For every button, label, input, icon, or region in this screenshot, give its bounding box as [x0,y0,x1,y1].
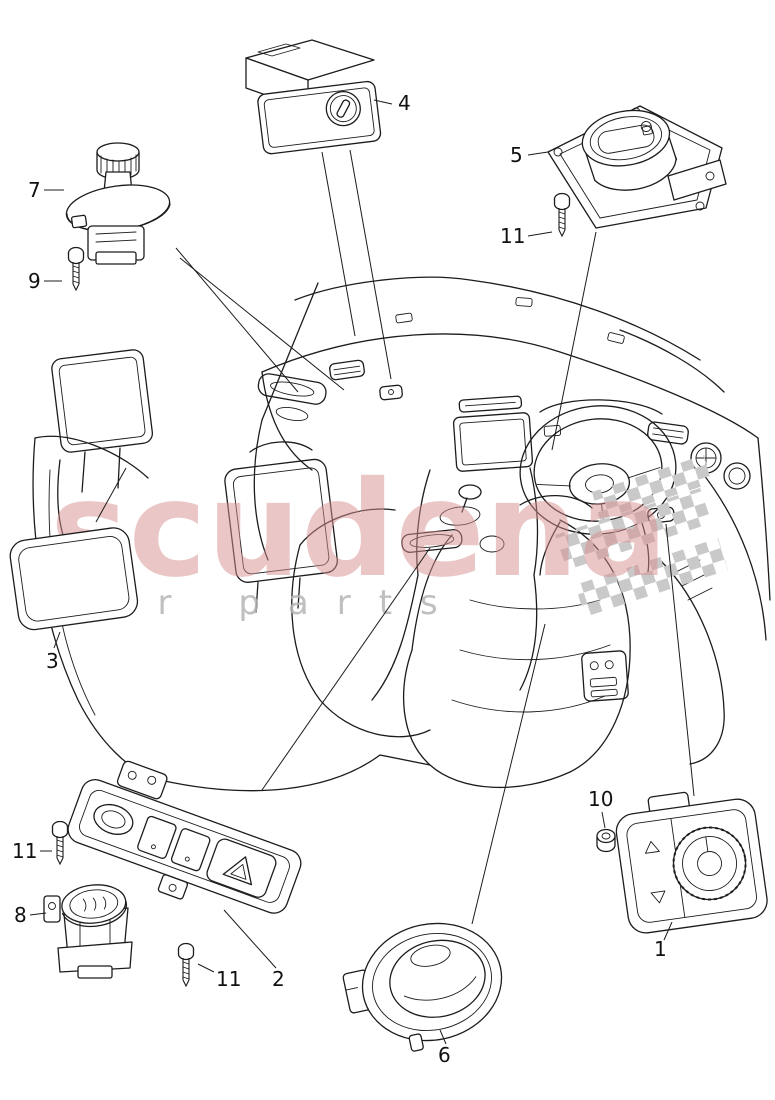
callout-4: 4 [398,91,411,115]
callout-6: 6 [438,1043,451,1067]
callout-2: 2 [272,967,285,991]
part-1-mirror-adjust-switch [615,791,768,934]
callout-10: 10 [588,787,613,811]
callout-5: 5 [510,143,523,167]
callout-8: 8 [14,903,27,927]
part-5-switch-assembly [547,105,727,229]
leader-lines [95,149,695,925]
watermark: scudena car parts [50,453,728,623]
part-4-lock-switch-module [245,39,382,155]
callouts: 7 9 4 5 11 3 11 8 2 11 6 10 1 [12,91,673,1067]
part-6-oval-switch [342,922,503,1052]
part-8-push-switch [43,884,133,979]
part-2-switch-strip [67,760,302,914]
part-11-screw-bottom-mid [177,942,195,987]
part-11-screw-bottom-left [51,820,69,865]
part-11-screw-top [553,192,571,237]
callout-11-bottom-mid: 11 [216,967,241,991]
callout-3: 3 [46,649,59,673]
part-3-display-panel [9,527,139,631]
part-9-screw [67,246,85,291]
callout-11-top: 11 [500,224,525,248]
callout-7: 7 [28,178,41,202]
part-10-grommet [596,828,616,853]
part-7-mirror-knob-switch [65,142,171,265]
callout-11-bottom-left: 11 [12,839,37,863]
callout-9: 9 [28,269,41,293]
watermark-brand-text: scudena [50,453,668,607]
checkered-flag [555,455,728,617]
callout-1: 1 [654,937,667,961]
